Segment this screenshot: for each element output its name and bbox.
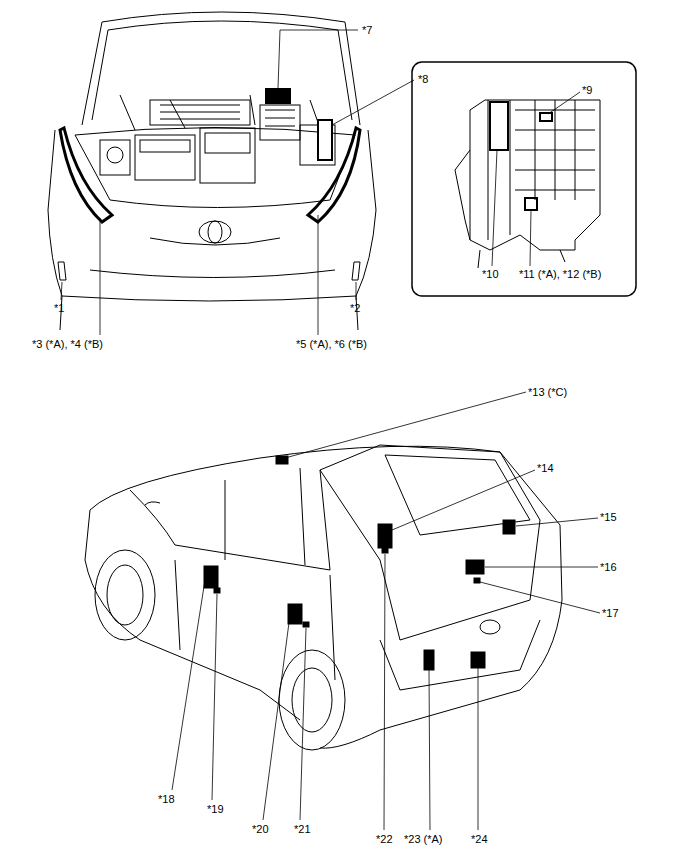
callout-number: *1	[54, 302, 64, 315]
callout-number: *22	[376, 833, 393, 846]
callout-number: *17	[602, 607, 619, 620]
callout-number: *8	[418, 73, 428, 86]
callout-number: *21	[294, 823, 311, 836]
callout-number: *7	[362, 24, 372, 37]
callout-number: *3 (*A), *4 (*B)	[32, 338, 103, 351]
callout-number: *13 (*C)	[528, 386, 567, 399]
callout-number: *9	[582, 84, 592, 97]
callout-number: *10	[482, 268, 499, 281]
callout-number: *11 (*A), *12 (*B)	[519, 268, 601, 281]
callout-number: *14	[537, 462, 554, 475]
callout-number: *23 (*A)	[404, 833, 443, 846]
callout-number: *5 (*A), *6 (*B)	[296, 338, 367, 351]
callout-number: *18	[158, 793, 175, 806]
callout-number: *20	[252, 823, 269, 836]
callout-number: *15	[600, 511, 617, 524]
callout-number: *16	[600, 561, 617, 574]
callout-number: *2	[350, 302, 360, 315]
callout-number: *19	[207, 803, 224, 816]
callout-number: *24	[471, 833, 488, 846]
